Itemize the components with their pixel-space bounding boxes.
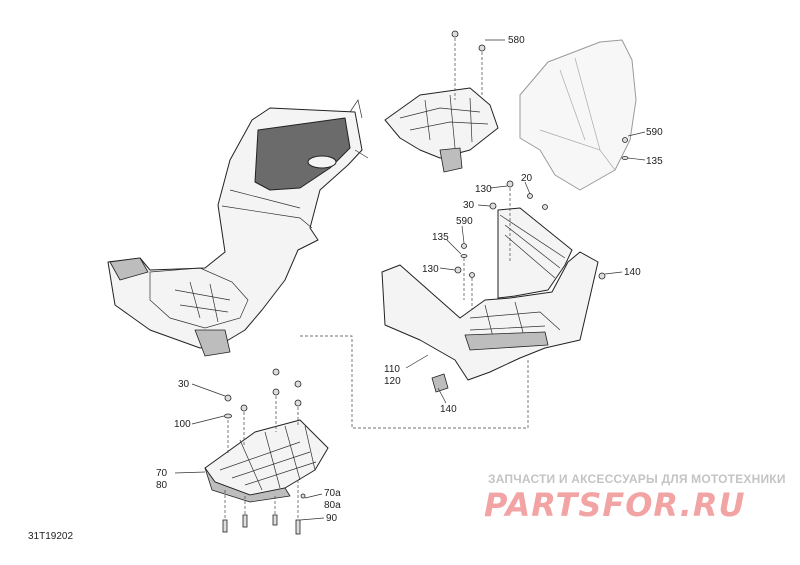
- figure-id: 31T19202: [28, 531, 74, 542]
- callout-30-lower: 30: [178, 379, 190, 390]
- footwell-110-120: [381, 207, 606, 393]
- footrest-plate-70-80: [204, 419, 329, 503]
- callout-590-center: 590: [456, 216, 473, 227]
- callout-590-top: 590: [646, 127, 663, 138]
- assembly-path: [300, 335, 529, 429]
- callout-20: 20: [521, 173, 533, 184]
- callout-120: 120: [384, 376, 401, 387]
- watermark-logo: PARTSFOR.RU: [484, 486, 746, 524]
- callout-110: 110: [384, 364, 400, 375]
- callout-130-upper: 130: [475, 184, 492, 195]
- callout-70a: 70a: [324, 488, 341, 499]
- callout-30-upper: 30: [463, 200, 475, 211]
- fender-reference: [519, 39, 637, 191]
- callout-70: 70: [156, 468, 168, 479]
- callout-100: 100: [174, 419, 191, 430]
- fasteners: [222, 180, 548, 535]
- tool-tray-bracket: [384, 30, 499, 173]
- callout-90: 90: [326, 513, 338, 524]
- body-footwell-assembly: [107, 99, 369, 357]
- callout-135-top: 135: [646, 156, 663, 167]
- callout-140-right: 140: [624, 267, 641, 278]
- watermark-tagline: ЗАПЧАСТИ И АКСЕССУАРЫ ДЛЯ МОТОТЕХНИКИ: [488, 472, 786, 486]
- callout-130-lower: 130: [422, 264, 439, 275]
- callout-140-lower: 140: [440, 404, 457, 415]
- callout-580: 580: [508, 35, 525, 46]
- callout-labels: 580 590 135 130 20 30 590 135 130 140 11…: [156, 35, 663, 524]
- leader-lines: [174, 39, 646, 521]
- callout-80: 80: [156, 480, 168, 491]
- callout-135-center: 135: [432, 232, 449, 243]
- callout-80a: 80a: [324, 500, 341, 511]
